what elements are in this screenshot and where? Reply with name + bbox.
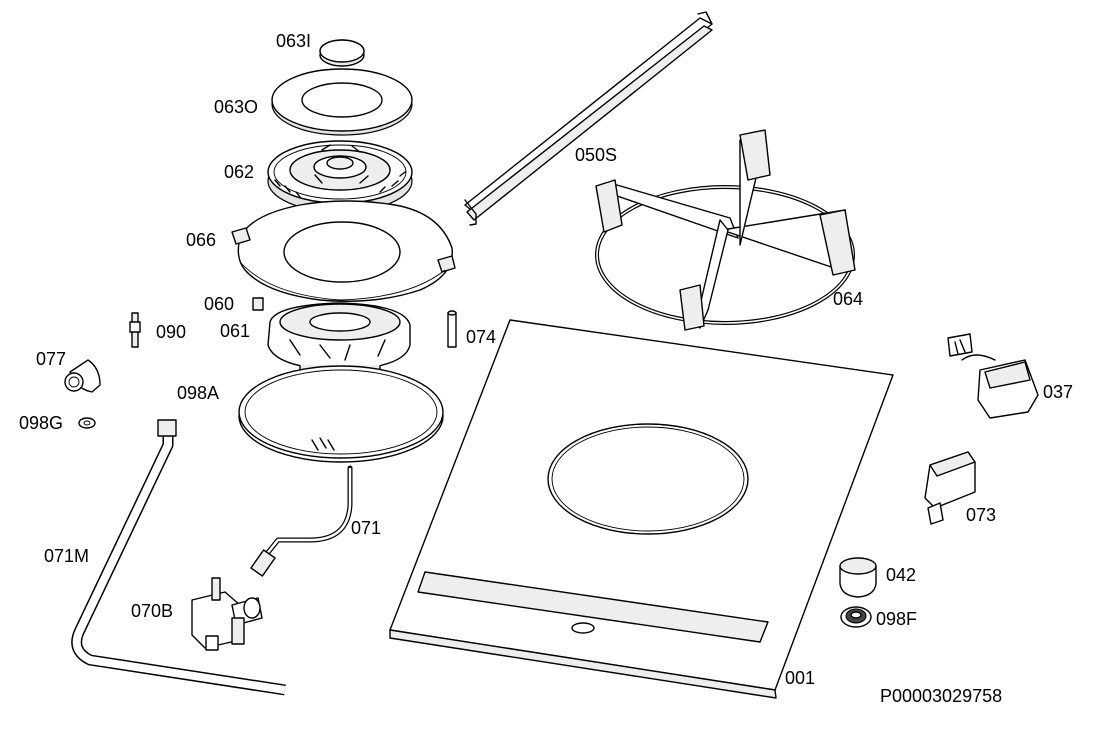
part-050S-gasket-strip (464, 11, 713, 226)
label-098F: 098F (876, 609, 918, 629)
label-077: 077 (36, 349, 67, 369)
label-071M: 071M (44, 546, 90, 566)
label-073: 073 (966, 505, 997, 525)
label-060: 060 (204, 294, 235, 314)
part-042-knob (839, 557, 877, 598)
part-001-cooktop-panel (389, 319, 894, 699)
drawing-number: P00003029758 (880, 686, 1003, 706)
part-062-burner-crown (267, 140, 413, 213)
part-037-ignition-module (947, 333, 1039, 419)
label-061: 061 (220, 321, 251, 341)
part-073-electronic-box (924, 451, 976, 525)
part-077-elbow (64, 359, 101, 393)
part-064-pan-support (595, 129, 856, 331)
label-063I: 063I (276, 31, 312, 51)
part-071M-gas-pipe (71, 419, 286, 696)
label-071: 071 (351, 518, 382, 538)
part-071-thermocouple (250, 465, 353, 577)
label-062: 062 (224, 162, 255, 182)
part-098F-knob-seal (840, 606, 872, 628)
label-064: 064 (833, 289, 864, 309)
label-001: 001 (785, 668, 816, 688)
part-098A-gasket-ring (238, 365, 444, 463)
part-063I-burner-cap (319, 39, 365, 67)
part-090-electrode (129, 312, 141, 348)
label-090: 090 (156, 322, 187, 342)
part-066-spill-plate (231, 200, 456, 302)
part-070B-gas-valve (191, 577, 263, 651)
part-063O-outer-cap (271, 68, 413, 136)
label-063O: 063O (214, 97, 259, 117)
label-037: 037 (1043, 382, 1074, 402)
part-074-pin (447, 310, 457, 348)
label-050S: 050S (575, 145, 618, 165)
part-060-nut (252, 297, 264, 311)
label-066: 066 (186, 230, 217, 250)
label-070B: 070B (131, 601, 174, 621)
label-098G: 098G (19, 413, 64, 433)
part-098G-washer (78, 417, 96, 429)
label-074: 074 (466, 327, 497, 347)
label-098A: 098A (177, 383, 220, 403)
label-042: 042 (886, 565, 917, 585)
